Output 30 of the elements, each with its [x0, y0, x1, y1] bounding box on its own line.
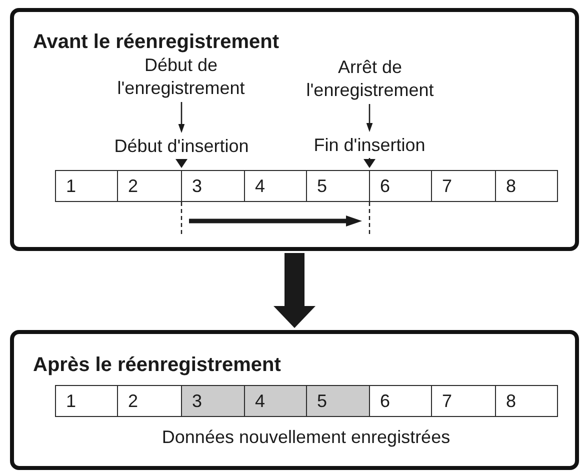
arrow	[366, 104, 373, 132]
segment-number: 4	[255, 176, 266, 196]
event-label: Début de l'enregistrement	[110, 54, 252, 100]
segment-number: 3	[192, 391, 202, 411]
segment-number: 7	[442, 391, 452, 411]
segment-number: 1	[66, 176, 76, 196]
insertion-point-label: Début d'insertion	[112, 135, 252, 157]
pointer-arrow	[364, 158, 376, 168]
panel	[10, 8, 579, 251]
panel-heading: Avant le réenregistrement	[33, 30, 280, 54]
segment-number: 8	[506, 391, 516, 411]
panel	[10, 330, 579, 470]
segment-number: 2	[128, 176, 138, 196]
segment-number: 3	[192, 176, 202, 196]
segment-number: 5	[317, 391, 328, 411]
segment-number: 6	[380, 391, 390, 411]
segment-number: 6	[380, 176, 390, 196]
segment-number: 7	[442, 176, 452, 196]
insertion-point-label: Fin d'insertion	[310, 134, 428, 156]
panel-heading: Après le réenregistrement	[33, 353, 281, 377]
segment-number: 8	[506, 176, 516, 196]
segment-number: 5	[317, 176, 328, 196]
arrow	[178, 102, 185, 133]
block-arrow	[274, 253, 316, 328]
caption-text: Données nouvellement enregistrées	[162, 426, 450, 448]
segment-number: 1	[66, 391, 76, 411]
segment-number: 4	[255, 391, 266, 411]
event-label: Arrêt de l'enregistrement	[299, 56, 441, 102]
segment-number: 2	[128, 391, 138, 411]
pointer-arrow	[176, 159, 188, 168]
